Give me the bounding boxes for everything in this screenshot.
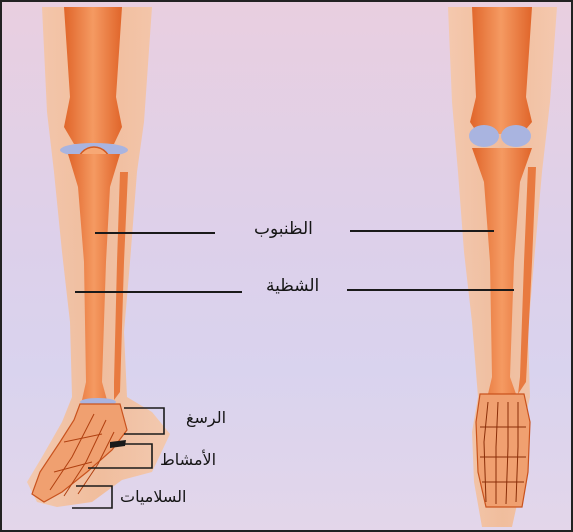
label-metatarsus: الأمشاط: [160, 452, 216, 468]
label-fibula: الشظية: [266, 278, 319, 295]
label-tibia: الظنبوب: [254, 221, 313, 238]
label-tarsus: الرسغ: [186, 410, 226, 426]
label-phalanges: السلاميات: [120, 489, 186, 505]
left-leg-illustration: [27, 7, 170, 507]
right-femur: [470, 7, 532, 134]
left-femur: [64, 7, 122, 144]
right-leg-illustration: [448, 7, 557, 527]
right-knee-cartilage-left: [469, 125, 499, 147]
right-knee-cartilage-right: [501, 125, 531, 147]
